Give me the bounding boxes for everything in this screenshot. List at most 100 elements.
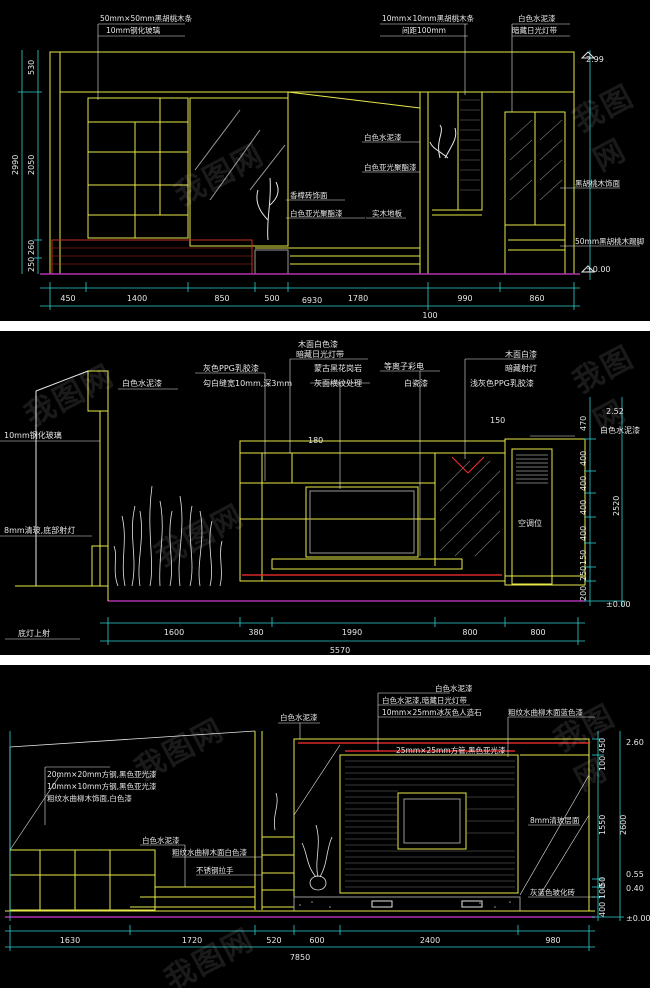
bottom-dim-2: 850	[214, 294, 229, 303]
note-e3: 实木地板	[372, 208, 402, 218]
note-f3: 不锈钢拉手	[196, 865, 234, 875]
bottom-dim-5: 980	[545, 936, 560, 945]
bottom-dim-3: 500	[264, 294, 279, 303]
note-h4: 180	[308, 436, 323, 445]
note-a3: 10mm×25mm冰灰色人造石	[382, 707, 482, 717]
note-h1: 空调位	[518, 518, 542, 528]
left-dim-4: 250	[27, 257, 36, 272]
bottom-dim-1: 1400	[127, 294, 147, 303]
note-e1: 等离子彩电	[384, 361, 424, 371]
total-dim: 6930	[302, 296, 322, 305]
elevation-drawing-2: 470 400 400 400 400 150 250 200 2520 2.5…	[0, 339, 640, 655]
right-dim-3: 400	[579, 500, 588, 515]
note-a2: 暗藏日光灯带	[296, 349, 344, 359]
elev-mid2: 0.40	[626, 884, 644, 893]
note-d1: 白色水泥漆	[280, 712, 318, 722]
note-d2: 灰面横纹处理	[314, 378, 362, 388]
note-d1: 蒙古黑花岗岩	[314, 363, 362, 373]
right-dim-2: 400	[579, 476, 588, 491]
note-e2: 10mm×10mm方钢,黑色亚光漆	[47, 781, 157, 791]
elev-zero: ±0.00	[606, 600, 631, 609]
bottom-dim-3: 800	[462, 628, 477, 637]
right-dim-3: 2600	[619, 815, 628, 835]
note-f2: 粗纹水曲柳木面白色漆	[172, 847, 247, 857]
total-dim-right: 100	[422, 311, 437, 320]
note-b1: 粗纹水曲柳木面蓝色漆	[508, 707, 583, 717]
elev-mid1: 0.55	[626, 870, 644, 879]
right-dim-0: 450	[598, 738, 607, 753]
note-b1: 10mm×10mm黑胡桃木条	[382, 13, 475, 23]
note-a1: 白色水泥漆	[435, 683, 473, 693]
note-e2: 白色亚光聚酯漆	[290, 208, 343, 218]
bottom-dim-0: 450	[60, 294, 75, 303]
note-h5: 150	[490, 416, 505, 425]
elevation-panel-2: 470 400 400 400 400 150 250 200 2520 2.5…	[0, 331, 650, 655]
bottom-dim-0: 1630	[60, 936, 80, 945]
right-dim-5: 150	[579, 550, 588, 565]
note-a1: 木面白色漆	[298, 339, 338, 349]
note-f1: 黑胡桃木饰面	[575, 178, 620, 188]
note-b2: 勾白缝宽10mm,深3mm	[203, 378, 292, 388]
note-e3: 粗纹水曲柳木饰面,白色漆	[47, 793, 132, 803]
note-a2: 白色水泥漆,暗藏日光灯带	[382, 695, 467, 705]
note-g2: 灰蓝色玻化砖	[530, 887, 575, 897]
elev-zero: ±0.00	[586, 265, 611, 274]
note-h3: 底灯上射	[18, 628, 50, 638]
right-dim-5: 100	[598, 884, 607, 899]
note-h2: 白色水泥漆	[600, 425, 640, 435]
right-dim-4: 50	[598, 877, 607, 887]
right-dim-4: 400	[579, 526, 588, 541]
right-dim-total: 2520	[612, 496, 621, 516]
left-dim-1: 2990	[11, 155, 20, 175]
note-f2: 暗藏射灯	[505, 363, 537, 373]
note-f2: 50mm黑胡桃木踢脚	[575, 236, 644, 246]
bottom-dim-4: 800	[530, 628, 545, 637]
elev-top: 2.60	[626, 738, 644, 747]
note-c1: 白色水泥漆	[122, 378, 162, 388]
note-b1: 灰色PPG乳胶漆	[203, 363, 259, 373]
elev-top: 2.52	[606, 407, 624, 416]
note-b2: 间距100mm	[402, 26, 446, 35]
right-dim-6: 250	[579, 566, 588, 581]
elev-zero: ±0.00	[626, 914, 650, 923]
right-dim-2: 1550	[598, 815, 607, 835]
note-e1: 香樟砖饰面	[290, 190, 328, 200]
note-f1: 木面白漆	[505, 349, 537, 359]
note-c2: 暗藏日光灯带	[512, 25, 557, 35]
bottom-dim-1: 380	[248, 628, 263, 637]
note-a1: 50mm×50mm黑胡桃木条	[100, 13, 193, 23]
bottom-dim-2: 520	[266, 936, 281, 945]
note-c1: 白色水泥漆	[518, 13, 556, 23]
note-d1: 白色水泥漆	[364, 132, 402, 142]
elevation-drawing-3: 450 100 1550 2600 50 100 400 2.60 0.55 0…	[5, 683, 650, 962]
elevation-drawing-1: 530 2990 2050 260 250 2.99 ±0.00 450 140…	[11, 13, 644, 320]
note-d2: 白色亚光聚酯漆	[364, 162, 417, 172]
bottom-dim-2: 1990	[342, 628, 362, 637]
right-dim-7: 200	[579, 586, 588, 601]
bottom-dim-6: 860	[529, 294, 544, 303]
note-a2: 10mm钢化玻璃	[106, 25, 161, 35]
right-dim-1: 400	[579, 451, 588, 466]
note-g1: 10mm钢化玻璃	[4, 430, 62, 440]
note-e1: 20mm×20mm方钢,黑色亚光漆	[47, 769, 157, 779]
note-f3: 浅灰色PPG乳胶漆	[470, 378, 534, 388]
bottom-dim-4: 1780	[348, 294, 368, 303]
elevation-panel-3: 450 100 1550 2600 50 100 400 2.60 0.55 0…	[0, 665, 650, 998]
left-dim-0: 530	[27, 60, 36, 75]
left-dim-2: 2050	[27, 155, 36, 175]
note-g2: 8mm清玻,底部射灯	[4, 525, 75, 535]
bottom-dim-0: 1600	[164, 628, 184, 637]
note-c1: 25mm×25mm方管,黑色亚光漆	[396, 745, 506, 755]
right-dim-1: 100	[598, 756, 607, 771]
note-g1: 8mm清玻层面	[530, 815, 580, 825]
right-dim-0: 470	[579, 416, 588, 431]
elev-top: 2.99	[586, 55, 604, 64]
bottom-dim-1: 1720	[182, 936, 202, 945]
elevation-panel-1: 530 2990 2050 260 250 2.99 ±0.00 450 140…	[0, 0, 650, 321]
total-dim: 5570	[330, 646, 350, 655]
bottom-dim-4: 2400	[420, 936, 440, 945]
right-dim-6: 400	[598, 902, 607, 917]
bottom-dim-5: 990	[457, 294, 472, 303]
total-dim: 7850	[290, 953, 310, 962]
left-dim-3: 260	[27, 240, 36, 255]
